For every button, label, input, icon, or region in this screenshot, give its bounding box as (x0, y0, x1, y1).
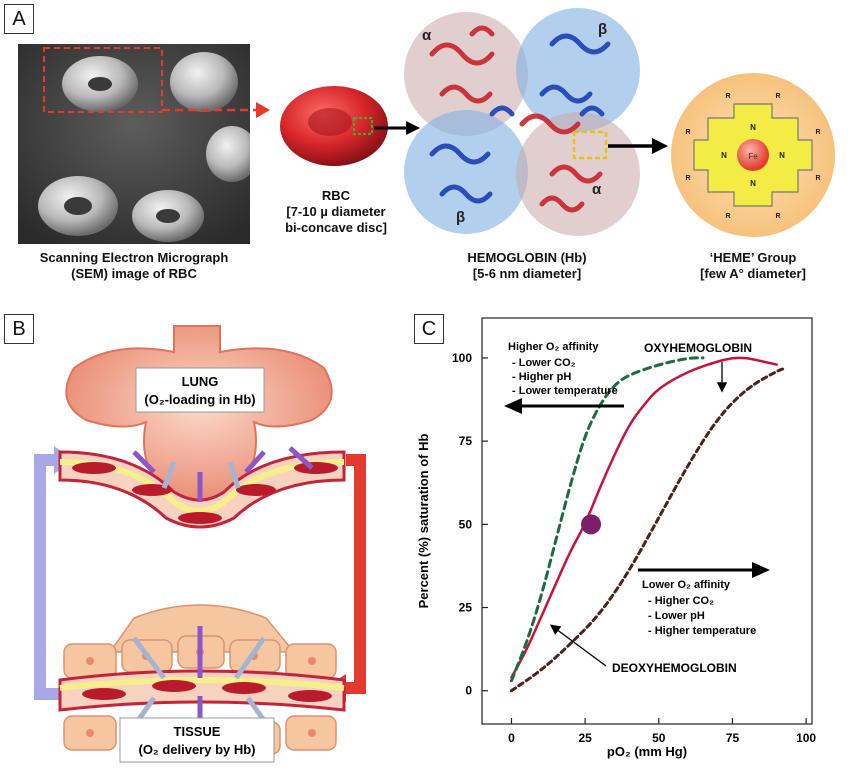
heme-n-left: N (721, 151, 727, 160)
higher-affinity-arrow (504, 398, 624, 414)
zoom-connector-1 (162, 102, 270, 118)
sem-caption-line1: Scanning Electron Micrograph (39, 250, 229, 265)
y-tick-label: 0 (465, 684, 472, 698)
x-tick-label: 25 (578, 731, 592, 745)
y-tick-label: 100 (452, 351, 472, 365)
lower-affinity-item-2: - Lower pH (648, 610, 705, 622)
heme-n-right: N (779, 151, 785, 160)
lung-subtitle: (O₂-loading in Hb) (144, 392, 255, 407)
heme-n-bottom: N (750, 179, 756, 188)
zoom-connector-2 (374, 121, 420, 135)
rbc-caption: RBC [7-10 µ diameter bi-concave disc] (256, 188, 416, 236)
deoxyhemoglobin-label: DEOXYHEMOGLOBIN (612, 661, 737, 675)
heme-n-top: N (750, 123, 756, 132)
rbc-illustration (280, 86, 388, 166)
subunit-alpha-top: α (422, 27, 432, 44)
higher-affinity-item-2: - Higher pH (512, 371, 571, 383)
heme-r-5: R (775, 213, 780, 220)
sem-caption: Scanning Electron Micrograph (SEM) image… (4, 250, 264, 282)
deoxyhemoglobin-pointer (549, 624, 607, 667)
hemoglobin-caption: HEMOGLOBIN (Hb) [5-6 nm diameter] (432, 250, 622, 282)
x-tick-label: 75 (726, 731, 740, 745)
lung-tissue-diagram: LUNG (O₂-loading in Hb) TISSUE (O₂ deliv… (34, 325, 366, 763)
heme-caption-line1: ‘HEME’ Group (709, 250, 797, 265)
hemoglobin-caption-line2: [5-6 nm diameter] (472, 266, 582, 281)
oxygen-dissociation-chart: 0 25 50 75 100 0 25 50 75 100 Percent (%) satura… (416, 317, 816, 759)
lower-affinity-arrow (638, 562, 770, 578)
y-tick-label: 75 (459, 434, 473, 448)
rbc-caption-line3: bi-concave disc] (285, 220, 387, 235)
sem-image (18, 44, 250, 244)
higher-affinity-item-1: - Lower CO₂ (512, 357, 576, 369)
hemoglobin-structure: α β β α (404, 8, 640, 236)
heme-r-1: R (725, 93, 730, 100)
x-tick-label: 100 (796, 731, 816, 745)
y-axis-label: Percent (%) saturation of Hb (416, 434, 431, 609)
heme-r-6: R (725, 213, 730, 220)
series-line-3 (509, 366, 787, 693)
heme-group: Fe N N N N R R R R R R R R (671, 73, 835, 237)
lung-title: LUNG (182, 374, 219, 389)
heme-r-3: R (815, 129, 820, 136)
heme-caption: ‘HEME’ Group [few A° diameter] (670, 250, 836, 282)
p50-marker (581, 514, 602, 535)
zoom-connector-3 (608, 138, 668, 154)
lower-affinity-item-3: - Higher temperature (648, 625, 756, 637)
tissue-title: TISSUE (174, 724, 221, 739)
series-layer (509, 356, 787, 693)
x-axis-ticks: 0 25 50 75 100 (508, 718, 816, 745)
panel-c-letter: C (414, 314, 444, 344)
x-axis-label: pO₂ (mm Hg) (607, 744, 687, 759)
heme-r-7: R (685, 175, 690, 182)
hemoglobin-caption-line1: HEMOGLOBIN (Hb) (467, 250, 587, 265)
heme-r-4: R (815, 175, 820, 182)
x-tick-label: 0 (508, 731, 515, 745)
tissue-subtitle: (O₂ delivery by Hb) (138, 742, 255, 757)
plot-frame (481, 317, 813, 725)
x-tick-label: 50 (652, 731, 666, 745)
lower-affinity-title: Lower O₂ affinity (642, 579, 731, 591)
subunit-alpha-bottom: α (592, 181, 602, 198)
series-line-1 (510, 356, 778, 679)
higher-affinity-item-3: - Lower temperature (512, 385, 618, 397)
panel-b-letter: B (4, 314, 34, 344)
heme-caption-line2: [few A° diameter] (700, 266, 806, 281)
oxyhemoglobin-label: OXYHEMOGLOBIN (644, 341, 752, 355)
sem-caption-line2: (SEM) image of RBC (71, 266, 197, 281)
heme-r-8: R (685, 129, 690, 136)
y-tick-label: 50 (459, 517, 473, 531)
y-axis-ticks: 0 25 50 75 100 (452, 351, 488, 698)
rbc-caption-line2: [7-10 µ diameter (286, 204, 386, 219)
heme-fe-label: Fe (748, 152, 758, 161)
heme-r-2: R (775, 93, 780, 100)
subunit-beta-bottom: β (456, 209, 465, 226)
subunit-beta-top: β (598, 21, 607, 38)
higher-affinity-title: Higher O₂ affinity (508, 341, 599, 353)
y-tick-label: 25 (459, 601, 473, 615)
lower-affinity-item-1: - Higher CO₂ (648, 595, 714, 607)
panel-a-letter: A (4, 4, 34, 34)
rbc-caption-line1: RBC (321, 188, 351, 203)
series-line-2 (509, 356, 705, 683)
